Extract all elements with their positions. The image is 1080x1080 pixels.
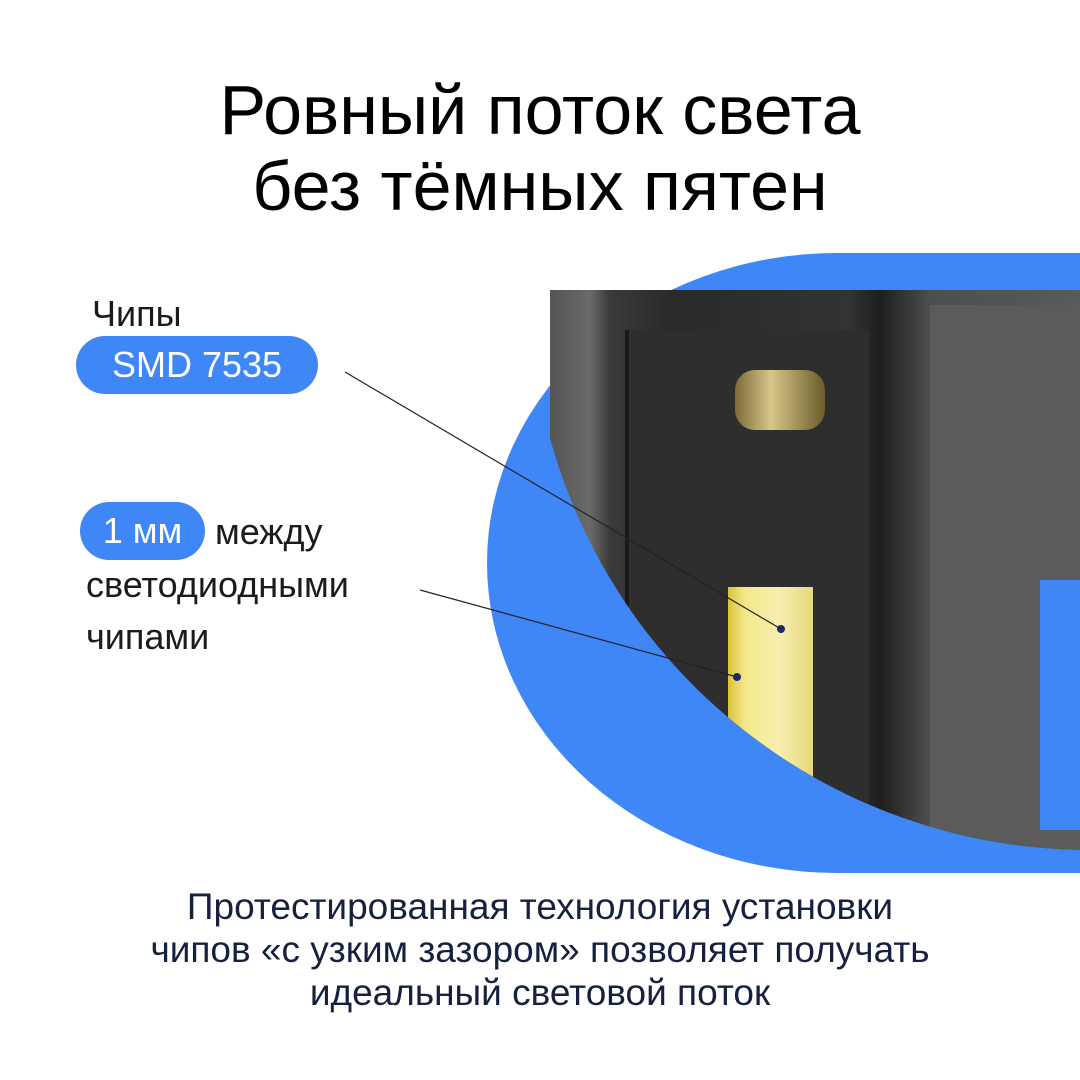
blue-inset <box>1040 580 1080 830</box>
screw <box>735 370 825 430</box>
description-line-1: Протестированная технология установки <box>186 886 894 927</box>
description: Протестированная технология установки чи… <box>0 885 1080 1014</box>
gap-text-3: чипами <box>86 616 210 657</box>
gap-text-1: между <box>215 511 323 552</box>
headline-line-2: без тёмных пятен <box>252 147 828 225</box>
headline: Ровный поток света без тёмных пятен <box>0 72 1080 224</box>
gap-badge: 1 мм <box>80 502 205 560</box>
description-line-2: чипов «с узким зазором» позволяет получа… <box>150 929 930 970</box>
chip-callout-line <box>344 371 782 630</box>
chips-badge: SMD 7535 <box>76 336 318 394</box>
headline-line-1: Ровный поток света <box>219 71 861 149</box>
chip-callout-dot <box>777 625 785 633</box>
gap-callout-dot <box>733 673 741 681</box>
chips-label: Чипы <box>92 293 182 334</box>
gap-callout-line <box>419 589 738 678</box>
description-line-3: идеальный световой поток <box>309 972 771 1013</box>
gap-text-2: светодиодными <box>86 564 349 605</box>
